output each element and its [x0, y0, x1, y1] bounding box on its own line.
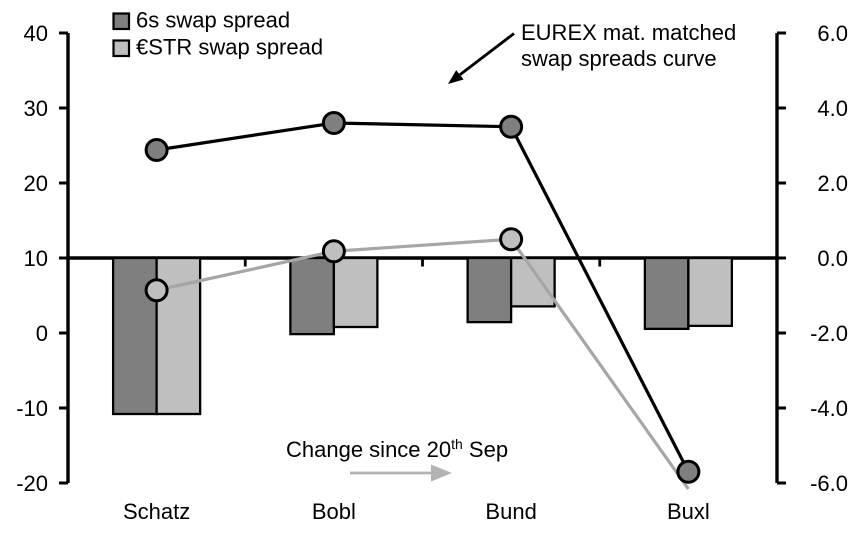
marker-6s-bobl [321, 111, 346, 135]
x-category-labels: Schatz Bobl Bund Buxl [123, 499, 710, 524]
right-axis-tick-label: -6.0 [810, 471, 848, 496]
bar-6s-bund [466, 256, 513, 324]
bar-estr-bund [509, 256, 556, 308]
bar-6s-bobl [289, 256, 336, 336]
left-axis-tick-label: 10 [24, 246, 48, 271]
right-axis-tick-label: 0.0 [817, 246, 848, 271]
right-axis-tick-label: 6.0 [817, 21, 848, 46]
left-axis-tick-label: 0 [36, 321, 48, 346]
left-axis-tick-label: -10 [16, 396, 48, 421]
annotation-change-since-text: Change since 20th Sep [286, 436, 508, 462]
left-axis-tick-label: -20 [16, 471, 48, 496]
legend-swatch-estr [112, 39, 131, 58]
right-axis-tick-label: 2.0 [817, 171, 848, 196]
left-axis-tick-label: 20 [24, 171, 48, 196]
bar-estr-bobl [332, 256, 379, 329]
category-label-bund: Bund [485, 499, 536, 524]
left-axis-tick-label: 30 [24, 96, 48, 121]
marker-estr-bobl [321, 239, 346, 264]
marker-6s-schatz [144, 138, 169, 162]
marker-6s-buxl [676, 459, 701, 484]
marker-estr-bund [499, 227, 524, 252]
legend-label-6s: 6s swap spread [136, 8, 290, 33]
change-since-arrow-head-icon [431, 464, 452, 482]
legend: 6s swap spread€STR swap spread [112, 8, 323, 60]
bar-series-group [111, 256, 734, 416]
annotation-eurex-line2: swap spreads curve [521, 46, 717, 71]
category-label-buxl: Buxl [667, 499, 710, 524]
left-axis-tick-label: 40 [24, 21, 48, 46]
line-series-6s [144, 111, 701, 484]
bar-6s-buxl [643, 256, 690, 331]
right-axis-tick-label: -2.0 [810, 321, 848, 346]
legend-swatch-6s [112, 12, 131, 31]
change-since-prefix: Change since 20 [286, 437, 451, 462]
eurex-arrow-head-icon [448, 70, 464, 84]
eurex-arrow-line [459, 32, 515, 76]
category-label-schatz: Schatz [123, 499, 190, 524]
right-axis-tick-label: -4.0 [810, 396, 848, 421]
change-since-superscript: th [451, 436, 463, 452]
legend-label-estr: €STR swap spread [136, 35, 323, 60]
marker-6s-bund [499, 114, 524, 139]
annotation-eurex-line1: EUREX mat. matched [521, 20, 736, 45]
category-label-bobl: Bobl [312, 499, 356, 524]
axes: 40 30 20 10 0 -10 -20 6.0 4.0 2.0 0.0 -2.0 -4.0 -6.0 [16, 21, 848, 496]
right-axis-tick-label: 4.0 [817, 96, 848, 121]
line-series-estr [144, 227, 690, 490]
line-6s [156, 121, 690, 473]
change-since-suffix: Sep [463, 437, 508, 462]
marker-estr-schatz [144, 278, 169, 303]
line-estr [156, 237, 690, 490]
annotation-change-since: Change since 20th Sep [286, 436, 508, 482]
bar-estr-buxl [687, 256, 734, 328]
